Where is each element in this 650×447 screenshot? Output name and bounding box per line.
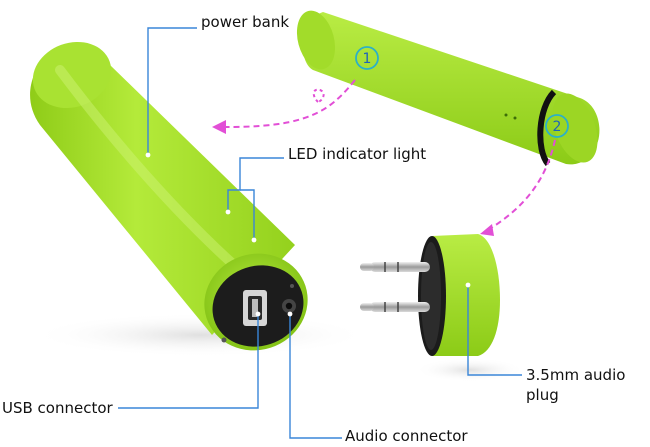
- svg-text:1: 1: [363, 51, 372, 67]
- shadow: [415, 358, 525, 382]
- small-power-bank: [296, 10, 600, 166]
- label-audio-connector: Audio connector: [345, 427, 468, 445]
- svg-text:2: 2: [553, 119, 562, 135]
- leader-audio-connector: [289, 314, 342, 439]
- label-power-bank: power bank: [201, 13, 290, 31]
- leader-usb: [118, 314, 259, 409]
- arrow-head: [480, 224, 494, 236]
- leader-audio-plug: [467, 285, 522, 376]
- audio-plug-cap: [360, 234, 500, 356]
- leader-power-bank: [147, 27, 197, 155]
- audio-plug-pins: [360, 262, 430, 312]
- marker-step-1: 1: [355, 46, 379, 70]
- label-audio-plug-line2: plug: [526, 386, 559, 404]
- label-audio-plug: 3.5mm audio plug: [526, 365, 625, 405]
- assembly-arrows: [221, 79, 556, 231]
- arrow-step-2: [487, 139, 556, 231]
- leader-lines: [118, 27, 522, 439]
- marker-step-2: 2: [545, 114, 569, 138]
- arrow-step-1: [221, 79, 356, 128]
- label-led-indicator: LED indicator light: [288, 145, 427, 163]
- leader-dots: [145, 152, 471, 317]
- label-audio-plug-line1: 3.5mm audio: [526, 366, 626, 384]
- arrow-head: [212, 120, 226, 134]
- leader-led-2: [240, 189, 255, 240]
- label-usb-connector: USB connector: [2, 399, 113, 417]
